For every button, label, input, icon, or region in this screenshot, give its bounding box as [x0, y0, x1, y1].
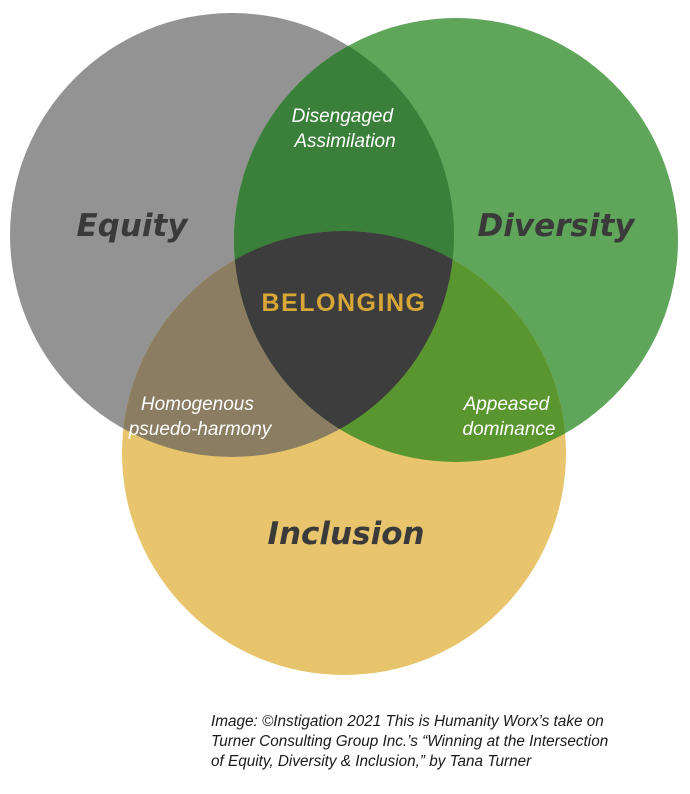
diversity-inclusion-label-line-2: dominance — [463, 419, 556, 440]
diversity-inclusion-label: Appeased dominance — [463, 394, 556, 440]
diversity-inclusion-label-line-1: Appeased — [463, 394, 551, 415]
equity-diversity-label-line-2: Assimilation — [293, 131, 395, 152]
equity-label: Equity — [76, 208, 189, 244]
image-caption: Image: ©Instigation 2021 This is Humanit… — [211, 712, 681, 772]
equity-inclusion-label-line-2: psuedo-harmony — [128, 419, 273, 440]
caption-line-3: of Equity, Diversity & Inclusion,” by Ta… — [211, 753, 532, 770]
equity-inclusion-label: Homogenous psuedo-harmony — [128, 394, 273, 440]
equity-inclusion-label-line-1: Homogenous — [141, 394, 255, 415]
venn-diagram: Equity Diversity Inclusion Disengaged As… — [10, 13, 678, 675]
caption-line-1: Image: ©Instigation 2021 This is Humanit… — [211, 713, 604, 730]
inclusion-label: Inclusion — [267, 516, 424, 552]
diversity-label: Diversity — [478, 208, 637, 244]
equity-diversity-label-line-1: Disengaged — [292, 106, 395, 127]
caption-line-2: Turner Consulting Group Inc.’s “Winning … — [211, 733, 609, 750]
belonging-label: BELONGING — [262, 289, 427, 317]
equity-diversity-label: Disengaged Assimilation — [292, 106, 399, 152]
